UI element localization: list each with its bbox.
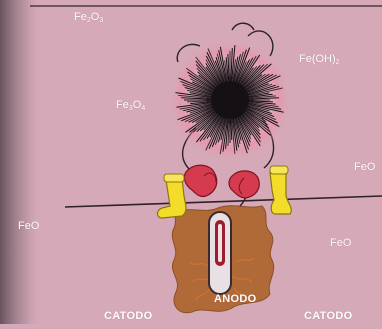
label-feo-right: FeO [354,162,375,173]
anode-electrode-icon [209,212,231,294]
left-shadow [0,0,42,324]
label-fe-oh-2-base: Fe(OH) [299,53,336,65]
label-fe3o4: Fe3O4 [116,100,145,112]
label-fe3o4-base: Fe [116,99,129,111]
label-fe3o4-sub2: 4 [141,105,145,112]
label-anodo: ANODO [214,294,256,305]
label-feo-left: FeO [18,221,39,232]
label-fe2o3-sub2: 3 [99,17,103,24]
label-catodo-left: CATODO [104,311,152,322]
label-feo-bottom-right: FeO [330,238,351,249]
label-fe-oh-2: Fe(OH)2 [299,54,340,66]
label-catodo-right: CATODO [304,311,352,322]
label-fe2o3: Fe2O3 [74,12,103,24]
label-fe2o3-base: Fe [74,11,87,23]
label-fe-oh-2-sub: 2 [336,59,340,66]
ball-core [211,81,249,119]
